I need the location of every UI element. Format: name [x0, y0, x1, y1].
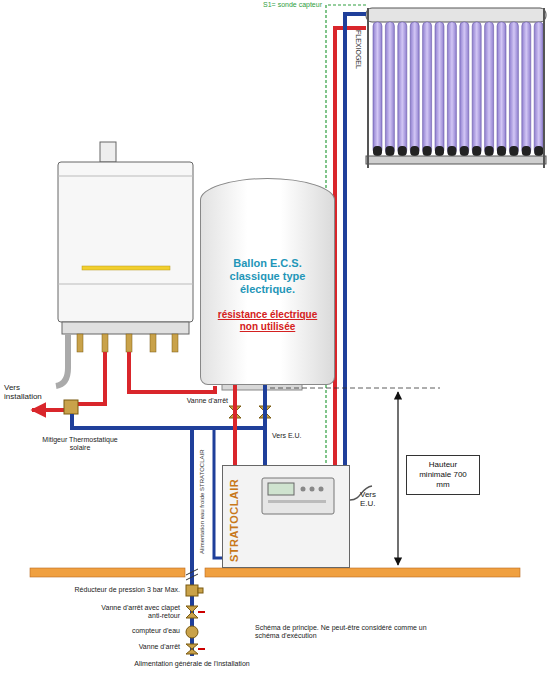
- cable-label: FLEXIOGEL: [354, 30, 362, 69]
- vacuum-tube: [435, 22, 444, 154]
- valve-label: Mitigeur Thermostatique solaire: [40, 436, 120, 452]
- siphon: [56, 334, 68, 386]
- fitting: [77, 334, 83, 352]
- vacuum-tube: [398, 22, 407, 154]
- floor: [205, 568, 520, 577]
- tube-cap: [485, 146, 494, 156]
- valve-label: Vanne d'arrêt: [160, 397, 228, 405]
- fitting: [150, 334, 156, 352]
- tube-cap: [385, 146, 394, 156]
- vacuum-tube: [410, 22, 419, 154]
- vacuum-tube: [423, 22, 432, 154]
- vacuum-tube: [472, 22, 481, 154]
- tube-cap: [435, 146, 444, 156]
- tube-cap: [398, 146, 407, 156]
- vacuum-tube: [385, 22, 394, 154]
- solar-collector: [366, 8, 546, 168]
- cold-pipe: [345, 14, 366, 465]
- supply-label: Alimentation générale de l'installation: [130, 660, 254, 668]
- level-line: [270, 388, 440, 389]
- tube-cap: [447, 146, 456, 156]
- check-valve: [186, 606, 198, 618]
- sensor-label: S1= sonde capteur: [250, 1, 322, 9]
- break-mark: [186, 574, 198, 580]
- boiler-strip: [82, 266, 170, 270]
- dimension-arrow: [397, 392, 398, 565]
- tube-cap: [423, 146, 432, 156]
- panel-line: [58, 284, 193, 285]
- control-panel: [262, 478, 334, 514]
- tube-cap: [522, 146, 531, 156]
- flue: [100, 142, 116, 162]
- dimension-text: Hauteur minimale 700 mm: [412, 460, 474, 490]
- tube-cap: [472, 146, 481, 156]
- valve-handle: [198, 648, 205, 650]
- pressure-reducer: [186, 585, 198, 596]
- vacuum-tube: [460, 22, 469, 154]
- collector-frame: [543, 8, 545, 168]
- panel-line: [58, 176, 193, 177]
- fitting: [102, 334, 108, 352]
- dimension-box: Hauteur minimale 700 mm: [406, 455, 480, 495]
- tank-title: Ballon E.C.S. classique type électrique.: [201, 257, 334, 297]
- collector-manifold: [366, 8, 546, 22]
- water-tank: Ballon E.C.S. classique type électrique.…: [200, 178, 335, 385]
- solar-station-box: STRATOCLAIR: [222, 465, 350, 568]
- drain-label: Vers E.U.: [272, 432, 322, 440]
- tube-cap: [534, 146, 543, 156]
- vacuum-tube: [485, 22, 494, 154]
- tube-cap: [460, 146, 469, 156]
- disclaimer-note: Schéma de principe. Ne peut-être considé…: [255, 624, 430, 640]
- tank-note: résistance électrique non utilisée: [201, 309, 334, 333]
- boiler-casing: [58, 162, 193, 322]
- collector-rail: [366, 156, 546, 164]
- button: [310, 487, 315, 492]
- fitting: [126, 334, 132, 352]
- reducer-cap: [198, 588, 203, 593]
- component-label: compteur d'eau: [90, 627, 180, 635]
- fitting: [172, 334, 178, 352]
- vacuum-tube: [534, 22, 543, 154]
- component-label: Vanne d'arrêt: [90, 643, 180, 651]
- hot-pipe: [78, 352, 105, 404]
- hot-pipe: [233, 385, 237, 465]
- cold-main: [190, 428, 194, 656]
- button: [319, 487, 324, 492]
- hot-pipe: [335, 28, 366, 465]
- tube-cap: [373, 146, 382, 156]
- component-label: Vanne d'arrêt avec clapet anti-retour: [90, 604, 180, 620]
- vacuum-tube: [509, 22, 518, 154]
- shutoff-valve: [186, 644, 198, 654]
- cold-pipe: [263, 385, 267, 465]
- cold-feed: [214, 428, 222, 558]
- vacuum-tube: [373, 22, 382, 154]
- tube-cap: [509, 146, 518, 156]
- feed-label: Alimentation eau froide STRATOCLAIR: [199, 450, 206, 555]
- panel-strip: [268, 500, 326, 503]
- vacuum-tube: [522, 22, 531, 154]
- boiler: [56, 142, 193, 386]
- tube-cap: [410, 146, 419, 156]
- brand-logo: STRATOCLAIR: [228, 479, 240, 562]
- drain-label: Vers E.U.: [360, 490, 386, 508]
- mixing-valve: [64, 400, 78, 414]
- boiler-base: [62, 322, 189, 334]
- tube-cap: [497, 146, 506, 156]
- valve-handle: [198, 611, 205, 613]
- outlet-label: Vers installation: [4, 383, 56, 401]
- vacuum-tubes: [373, 22, 543, 156]
- display: [268, 483, 294, 495]
- water-meter: [186, 626, 198, 638]
- vacuum-tube: [497, 22, 506, 154]
- collector-frame: [367, 8, 369, 168]
- button: [301, 487, 306, 492]
- outlet-arrow: [32, 408, 64, 412]
- component-label: Réducteur de pression 3 bar Max.: [30, 586, 180, 594]
- vacuum-tube: [447, 22, 456, 154]
- floor: [30, 568, 185, 577]
- unit-fill: [222, 465, 350, 568]
- break-mark: [186, 569, 198, 575]
